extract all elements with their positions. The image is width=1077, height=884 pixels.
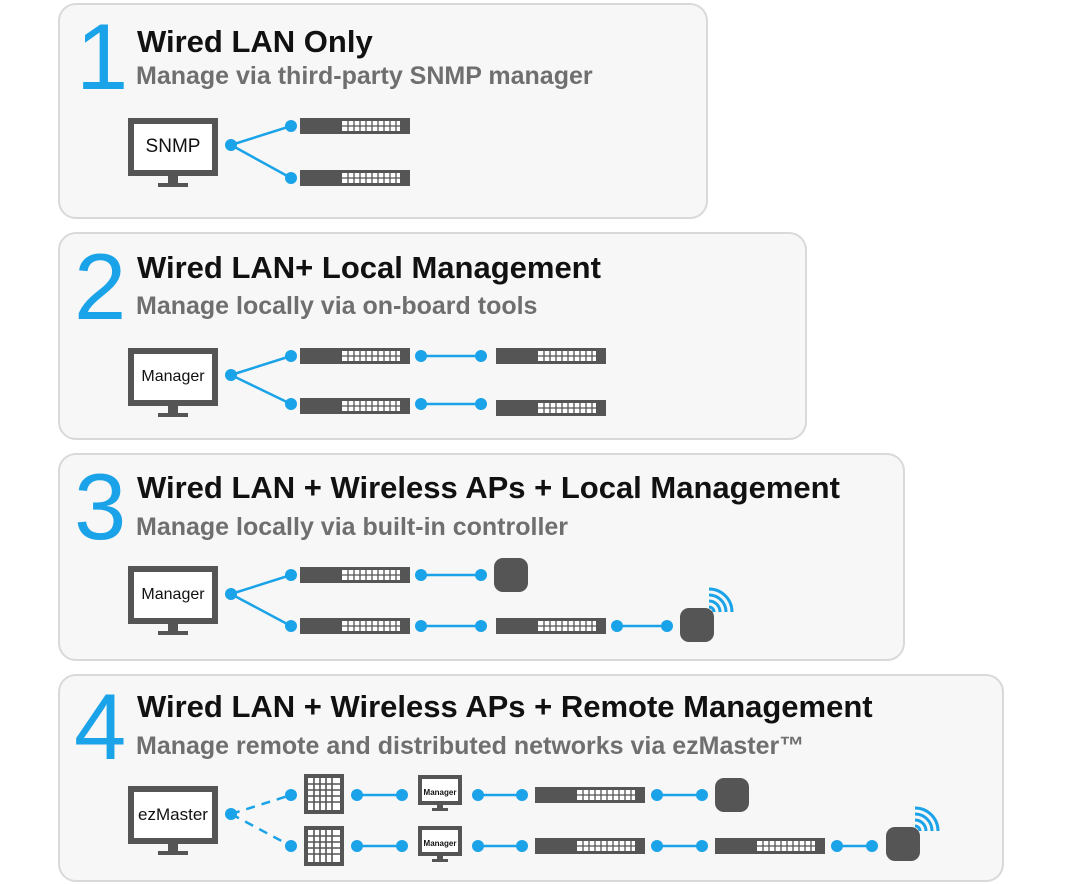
section-3-number: 3 [74,454,127,559]
switch-icon [495,347,607,365]
switch-icon [495,399,607,417]
switch-icon [534,837,646,855]
section-4-number: 4 [74,674,127,779]
wifi-signal-icon [913,806,940,833]
section-1-title: Wired LAN Only [137,24,373,59]
diagram-2: Manager [128,347,607,417]
switch-icon [299,566,411,584]
section-4-subtitle: Manage remote and distributed networks v… [136,732,805,760]
section-4-title: Wired LAN + Wireless APs + Remote Manage… [137,689,873,724]
section-2-card [58,232,807,440]
wifi-signal-icon [707,587,734,614]
switch-icon [299,617,411,635]
diagram-3: Manager [128,558,734,642]
switch-icon [299,397,411,415]
site-manager-label: Manager [424,839,457,848]
switch-icon [299,347,411,365]
section-1-number: 1 [76,4,129,109]
access-point-icon [494,558,528,592]
access-point-icon [886,827,920,861]
ezmaster-label: ezMaster [138,805,208,824]
section-3-subtitle: Manage locally via built-in controller [136,513,569,541]
access-point-icon [715,778,749,812]
switch-icon [534,786,646,804]
diagram-1: SNMP [128,117,411,187]
section-3-title: Wired LAN + Wireless APs + Local Managem… [137,470,840,505]
building-icon [303,773,345,815]
manager-label: Manager [141,586,205,603]
site-manager-label: Manager [424,788,457,797]
section-4-card [58,674,1004,882]
switch-icon [299,169,411,187]
switch-icon [495,617,607,635]
switch-icon [299,117,411,135]
manager-label: Manager [141,368,205,385]
manager-label: SNMP [146,136,201,157]
section-2-title: Wired LAN+ Local Management [137,250,601,285]
diagram-4: ezMaster Manager Manager [128,773,940,867]
building-icon [303,825,345,867]
section-2-number: 2 [74,234,127,339]
access-point-icon [680,608,714,642]
section-1-subtitle: Manage via third-party SNMP manager [136,62,593,90]
section-2-subtitle: Manage locally via on-board tools [136,292,538,320]
switch-icon [714,837,826,855]
